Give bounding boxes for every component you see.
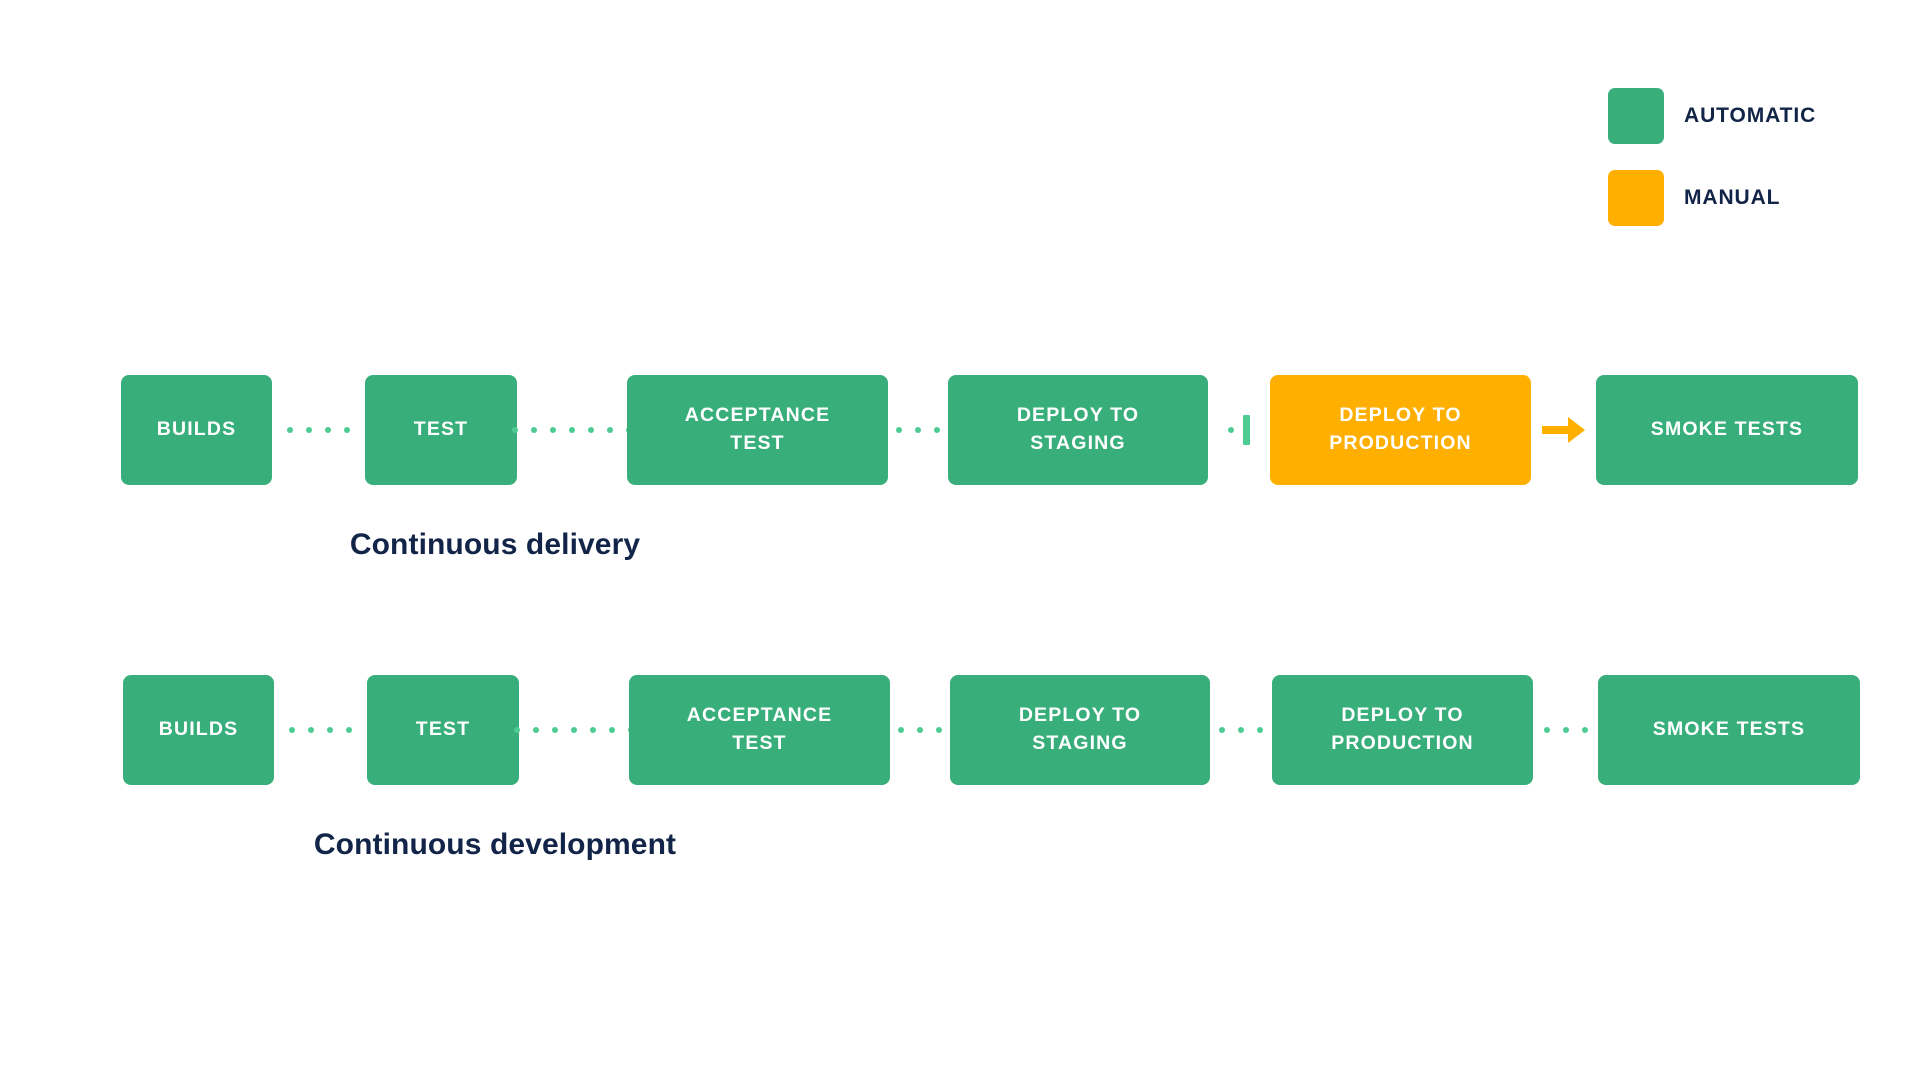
- caption-continuous-delivery: Continuous delivery: [349, 528, 641, 561]
- stage-box-test[interactable]: TEST: [365, 375, 517, 485]
- stage-label: TEST: [415, 718, 471, 741]
- connector-gate: [1208, 375, 1270, 485]
- connector-dot-icon: [609, 727, 615, 733]
- connector-dot-icon: [1228, 427, 1234, 433]
- connector-dot-icon: [1562, 727, 1569, 733]
- stage-box-acceptance-test[interactable]: ACCEPTANCE TEST: [627, 375, 888, 485]
- connector-dot-icon: [306, 427, 312, 433]
- stage-label: DEPLOY TO PRODUCTION: [1331, 704, 1474, 754]
- legend-item-automatic: AUTOMATIC: [1608, 88, 1816, 144]
- connector-dot-icon: [1257, 727, 1263, 733]
- connector-dot-icon: [915, 427, 921, 433]
- stage-box-smoke-tests[interactable]: SMOKE TESTS: [1598, 675, 1860, 785]
- legend: AUTOMATIC MANUAL: [1608, 88, 1816, 226]
- connector-dot-icon: [917, 727, 923, 733]
- gate-bar-icon: [1243, 415, 1250, 445]
- connector-dot-icon: [898, 727, 904, 733]
- connector-dots: [890, 675, 950, 785]
- stage-label: DEPLOY TO PRODUCTION: [1329, 404, 1472, 454]
- connector-dot-icon: [346, 727, 352, 733]
- connector-dot-icon: [588, 427, 594, 433]
- stage-label: TEST: [413, 418, 469, 441]
- connector-dot-icon: [327, 727, 333, 733]
- stage-label: DEPLOY TO STAGING: [1016, 404, 1140, 454]
- connector-dot-icon: [512, 427, 518, 433]
- stage-box-acceptance-test[interactable]: ACCEPTANCE TEST: [629, 675, 890, 785]
- legend-item-manual: MANUAL: [1608, 170, 1816, 226]
- stage-box-test[interactable]: TEST: [367, 675, 519, 785]
- connector-dot-icon: [287, 427, 293, 433]
- connector-dot-icon: [1219, 727, 1225, 733]
- connector-dot-icon: [344, 427, 350, 433]
- connector-arrow-right: [1531, 375, 1596, 485]
- connector-dots: [1533, 675, 1598, 785]
- arrow-right-icon-shaft: [1542, 426, 1568, 434]
- stage-label: SMOKE TESTS: [1650, 418, 1804, 441]
- connector-dot-icon: [936, 727, 942, 733]
- connector-dot-icon: [590, 727, 596, 733]
- connector-dot-icon: [289, 727, 295, 733]
- stage-label: BUILDS: [158, 718, 239, 741]
- connector-dot-icon: [325, 427, 331, 433]
- connector-dot-icon: [550, 427, 556, 433]
- square-swatch-orange-icon: [1608, 170, 1664, 226]
- connector-dot-icon: [896, 427, 902, 433]
- stage-label: ACCEPTANCE TEST: [684, 404, 831, 454]
- connector-dot-icon: [533, 727, 539, 733]
- connector-dot-icon: [531, 427, 537, 433]
- connector-dot-icon: [1543, 727, 1550, 733]
- connector-dot-icon: [552, 727, 558, 733]
- arrow-right-icon-head: [1568, 417, 1585, 443]
- stage-box-builds[interactable]: BUILDS: [121, 375, 272, 485]
- connector-dots: [1210, 675, 1272, 785]
- connector-dots: [514, 675, 634, 785]
- connector-dot-icon: [934, 427, 940, 433]
- stage-box-deploy-to-staging[interactable]: DEPLOY TO STAGING: [950, 675, 1210, 785]
- stage-label: DEPLOY TO STAGING: [1018, 704, 1142, 754]
- connector-dots: [512, 375, 632, 485]
- connector-dot-icon: [569, 427, 575, 433]
- connector-dot-icon: [571, 727, 577, 733]
- pipeline-continuous-development: BUILDS TEST ACCEPTANCE TEST DEPLOY TO STAGI…: [123, 675, 1860, 785]
- connector-dot-icon: [607, 427, 613, 433]
- caption-continuous-development: Continuous development: [313, 828, 677, 861]
- legend-label-automatic: AUTOMATIC: [1684, 104, 1817, 127]
- stage-box-smoke-tests[interactable]: SMOKE TESTS: [1596, 375, 1858, 485]
- connector-dots: [274, 675, 367, 785]
- connector-dot-icon: [1581, 727, 1588, 733]
- stage-label: SMOKE TESTS: [1652, 718, 1806, 741]
- stage-label: BUILDS: [156, 418, 237, 441]
- stage-box-deploy-to-production[interactable]: DEPLOY TO PRODUCTION: [1272, 675, 1533, 785]
- stage-label: ACCEPTANCE TEST: [686, 704, 833, 754]
- connector-dots: [888, 375, 948, 485]
- connector-dots: [272, 375, 365, 485]
- stage-box-deploy-to-production[interactable]: DEPLOY TO PRODUCTION: [1270, 375, 1531, 485]
- stage-box-deploy-to-staging[interactable]: DEPLOY TO STAGING: [948, 375, 1208, 485]
- pipeline-continuous-delivery: BUILDS TEST ACCEPTANCE TEST DEPLOY TO STAGI…: [121, 375, 1858, 485]
- stage-box-builds[interactable]: BUILDS: [123, 675, 274, 785]
- square-swatch-green-icon: [1608, 88, 1664, 144]
- connector-dot-icon: [514, 727, 520, 733]
- connector-dot-icon: [308, 727, 314, 733]
- connector-dot-icon: [1238, 727, 1244, 733]
- legend-label-manual: MANUAL: [1684, 186, 1781, 209]
